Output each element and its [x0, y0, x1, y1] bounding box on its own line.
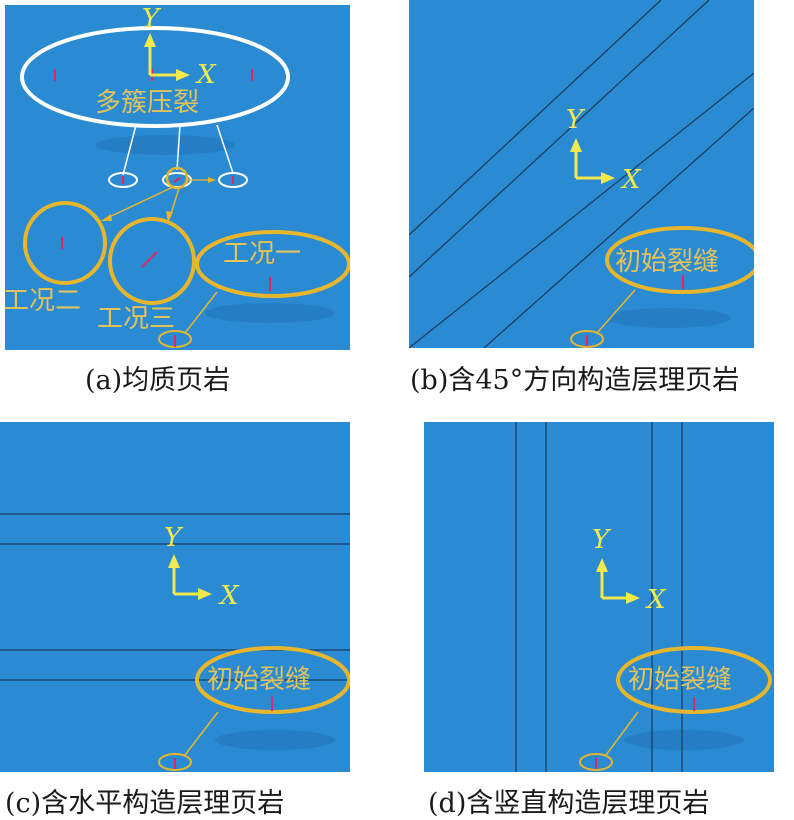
label-case3: 工况三 [97, 304, 175, 334]
x-axis-label: X [195, 60, 217, 90]
multi-cluster-ellipse [20, 26, 290, 128]
x-axis-label: X [218, 581, 240, 611]
cluster-ellipse [108, 172, 138, 188]
label-case2: 工况二 [5, 286, 81, 316]
y-axis-label: Y [566, 105, 586, 135]
panel-c-canvas: Y X 初始裂缝 [0, 422, 350, 772]
cluster-ellipse [218, 172, 248, 188]
x-axis-label: X [620, 165, 642, 195]
shale-model-horizontal-bedding [0, 422, 350, 772]
label-initial-crack: 初始裂缝 [615, 247, 719, 277]
caption-b: (b)含45°方向构造层理页岩 [410, 365, 740, 396]
axis-indicator: Y X [566, 105, 642, 195]
initial-crack-ellipse [579, 753, 613, 771]
y-axis-label: Y [142, 5, 162, 34]
initial-crack-callout [195, 646, 350, 714]
shale-model-vertical-bedding [424, 422, 774, 772]
y-axis-label: Y [592, 525, 612, 555]
bedding-lines-horizontal [0, 513, 350, 681]
case3-circle [108, 217, 196, 305]
label-multi-cluster: 多簇压裂 [95, 88, 199, 118]
axis-indicator: Y X [592, 525, 667, 615]
panel-a: Y X 多簇压裂 工况一 工况二 工况三 [5, 5, 350, 350]
label-case1: 工况一 [223, 239, 301, 269]
panel-a-canvas: Y X 多簇压裂 工况一 工况二 工况三 [5, 5, 350, 350]
case1-ellipse [195, 230, 350, 298]
panel-d: Y X 初始裂缝 [424, 422, 774, 772]
axis-indicator: Y X [142, 5, 217, 90]
label-initial-crack: 初始裂缝 [207, 665, 311, 695]
caption-c: (c)含水平构造层理页岩 [5, 788, 285, 819]
bedding-lines-45 [409, 0, 754, 348]
panel-c: Y X 初始裂缝 [0, 422, 350, 772]
x-axis-label: X [645, 585, 667, 615]
initial-crack-ellipse [158, 753, 192, 771]
axis-indicator: Y X [164, 523, 240, 611]
panel-d-canvas: Y X 初始裂缝 [424, 422, 774, 772]
label-initial-crack: 初始裂缝 [628, 665, 732, 695]
case2-circle [23, 201, 107, 285]
initial-crack-callout [616, 646, 772, 714]
panel-b: Y X 初始裂缝 [409, 0, 754, 348]
panel-b-canvas: Y X 初始裂缝 [409, 0, 754, 348]
initial-crack-callout [605, 226, 754, 294]
bedding-lines-vertical [515, 422, 683, 772]
y-axis-label: Y [164, 523, 184, 553]
initial-crack-ellipse [570, 330, 604, 348]
caption-a: (a)均质页岩 [85, 365, 231, 396]
caption-d: (d)含竖直构造层理页岩 [428, 788, 710, 819]
shale-model-45-bedding [409, 0, 754, 348]
